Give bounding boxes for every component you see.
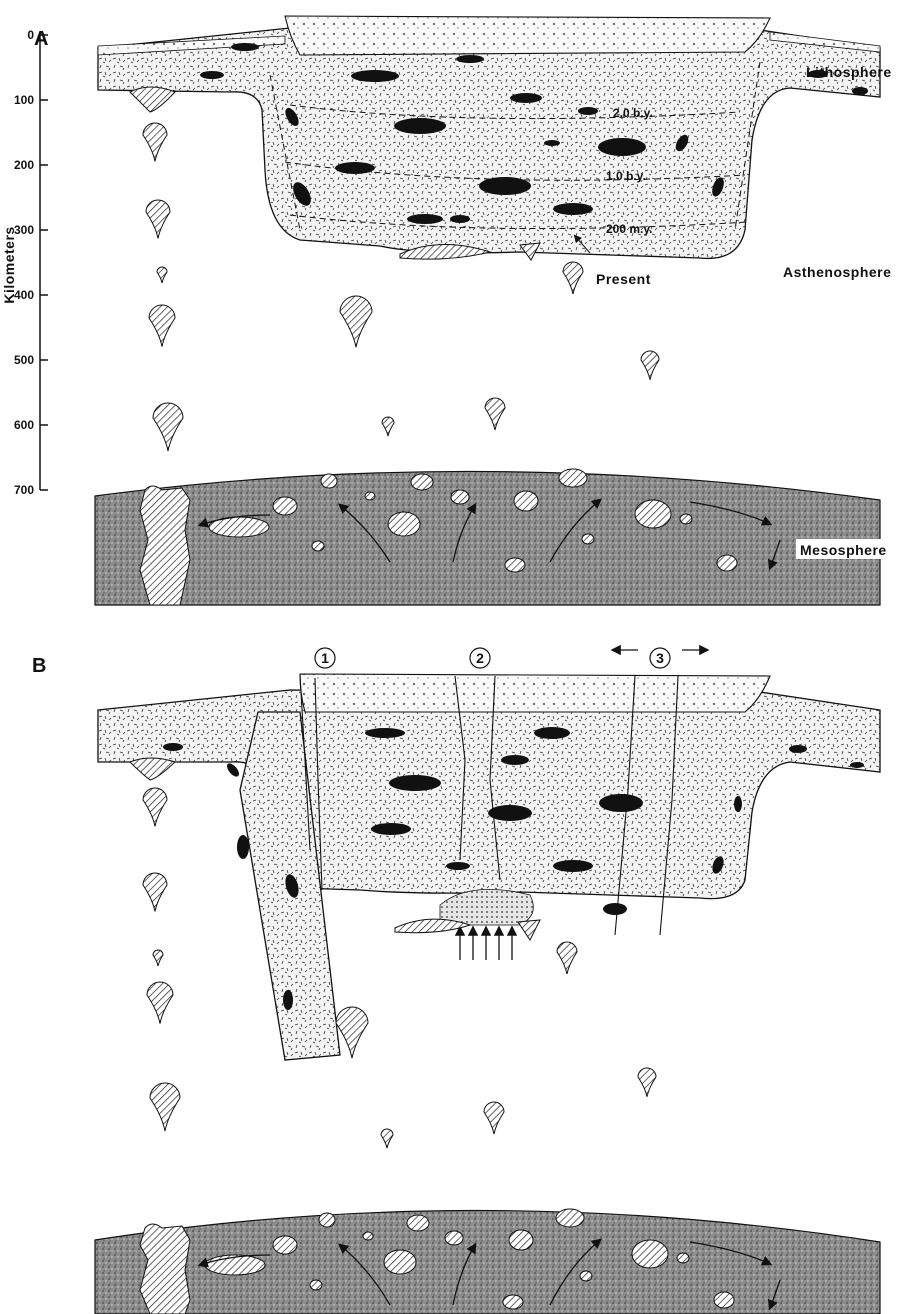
- mesosphere-blob: [205, 1255, 265, 1275]
- stage-marker-2: 2: [470, 648, 490, 668]
- mesosphere-blob: [321, 474, 337, 488]
- mesosphere-blob: [677, 1253, 689, 1263]
- lithosphere-layer-b: [98, 690, 880, 899]
- magma-droplet: [563, 262, 583, 294]
- upper-crust-band-b: [300, 674, 770, 712]
- mesosphere-blob: [580, 1271, 592, 1281]
- mesosphere-blob: [582, 534, 594, 544]
- mesosphere-blob: [411, 474, 433, 490]
- mesosphere-blob: [310, 1280, 322, 1290]
- magma-droplet: [382, 417, 394, 436]
- magma-droplet: [149, 305, 175, 347]
- age-label-1-0-by: 1.0 b.y.: [606, 169, 646, 183]
- depth-tick-400: 400: [14, 288, 34, 302]
- magma-droplet: [143, 788, 167, 826]
- mesosphere-blob: [365, 492, 375, 500]
- mesosphere-blob: [717, 555, 737, 571]
- mesosphere-blob: [388, 512, 420, 536]
- mesosphere-blob: [509, 1230, 533, 1250]
- present-label: Present: [596, 271, 651, 287]
- mesosphere-blob: [451, 490, 469, 504]
- age-label-200-my: 200 m.y.: [606, 222, 652, 236]
- magma-droplet: [143, 123, 167, 161]
- mesosphere-blob: [407, 1215, 429, 1231]
- stage-marker-3: 3: [613, 648, 707, 668]
- magma-droplet: [153, 950, 163, 966]
- depth-tick-300: 300: [14, 223, 34, 237]
- mesosphere-blob: [273, 1236, 297, 1254]
- magma-droplet: [381, 1129, 393, 1148]
- age-label-2-0-by: 2.0 b.y.: [613, 106, 653, 120]
- magma-droplet: [638, 1068, 656, 1097]
- mesosphere-layer: [95, 471, 880, 605]
- mesosphere-blob: [312, 541, 324, 551]
- magma-droplet: [150, 1083, 180, 1131]
- mesosphere-blob: [505, 558, 525, 572]
- mesosphere-blob: [680, 514, 692, 524]
- depth-tick-600: 600: [14, 418, 34, 432]
- mesosphere-blob: [714, 1292, 734, 1308]
- upwelling-arrows: [460, 928, 512, 960]
- depth-axis: 0 100 200 300 400 500 600 700 Kilometers: [1, 28, 48, 497]
- magma-droplet: [146, 200, 170, 238]
- panel-b: B 1 2 3: [32, 648, 880, 1314]
- svg-text:1: 1: [321, 650, 329, 666]
- depth-tick-0: 0: [27, 28, 34, 42]
- mesosphere-label: Mesosphere: [800, 542, 887, 558]
- panel-a-letter: A: [34, 28, 48, 50]
- magma-droplet: [147, 982, 173, 1024]
- magma-droplet: [153, 403, 183, 451]
- upper-crust-band: [285, 16, 770, 55]
- melt-pocket: [440, 889, 533, 925]
- mesosphere-blob: [273, 497, 297, 515]
- lithosphere-layer: [98, 28, 880, 258]
- depth-tick-500: 500: [14, 353, 34, 367]
- magma-droplet: [484, 1102, 504, 1134]
- plume-column: [140, 486, 190, 605]
- mesosphere-blob: [445, 1231, 463, 1245]
- mesosphere-blob: [559, 469, 587, 487]
- mesosphere-blob: [384, 1250, 416, 1274]
- depth-axis-label: Kilometers: [1, 226, 17, 303]
- svg-text:3: 3: [656, 650, 664, 666]
- magma-droplet: [336, 1007, 368, 1058]
- panel-b-letter: B: [32, 655, 46, 677]
- mesosphere-blob: [632, 1240, 668, 1268]
- depth-tick-200: 200: [14, 158, 34, 172]
- mesosphere-blob: [514, 491, 538, 511]
- stage-marker-1: 1: [315, 648, 335, 668]
- mesosphere-blob: [319, 1213, 335, 1227]
- mesosphere-blob: [363, 1232, 373, 1240]
- magma-droplet: [485, 398, 505, 430]
- asthenosphere-label: Asthenosphere: [783, 264, 891, 280]
- plume-column-b: [140, 1224, 190, 1314]
- mesosphere-blob: [635, 500, 671, 528]
- magma-droplet: [641, 351, 659, 380]
- panel-a: A 0 100 200 300 400 500 600 700 Kilometers 2.0 …: [1, 16, 892, 605]
- magma-droplet: [143, 873, 167, 911]
- mesosphere-blob: [556, 1209, 584, 1227]
- svg-text:2: 2: [476, 650, 484, 666]
- magma-droplet: [557, 942, 577, 974]
- depth-tick-700: 700: [14, 483, 34, 497]
- lithosphere-label: Lithosphere: [806, 64, 892, 80]
- mesosphere-blob: [503, 1295, 523, 1309]
- magma-droplet: [340, 296, 372, 347]
- magma-droplet: [157, 267, 167, 283]
- depth-tick-100: 100: [14, 93, 34, 107]
